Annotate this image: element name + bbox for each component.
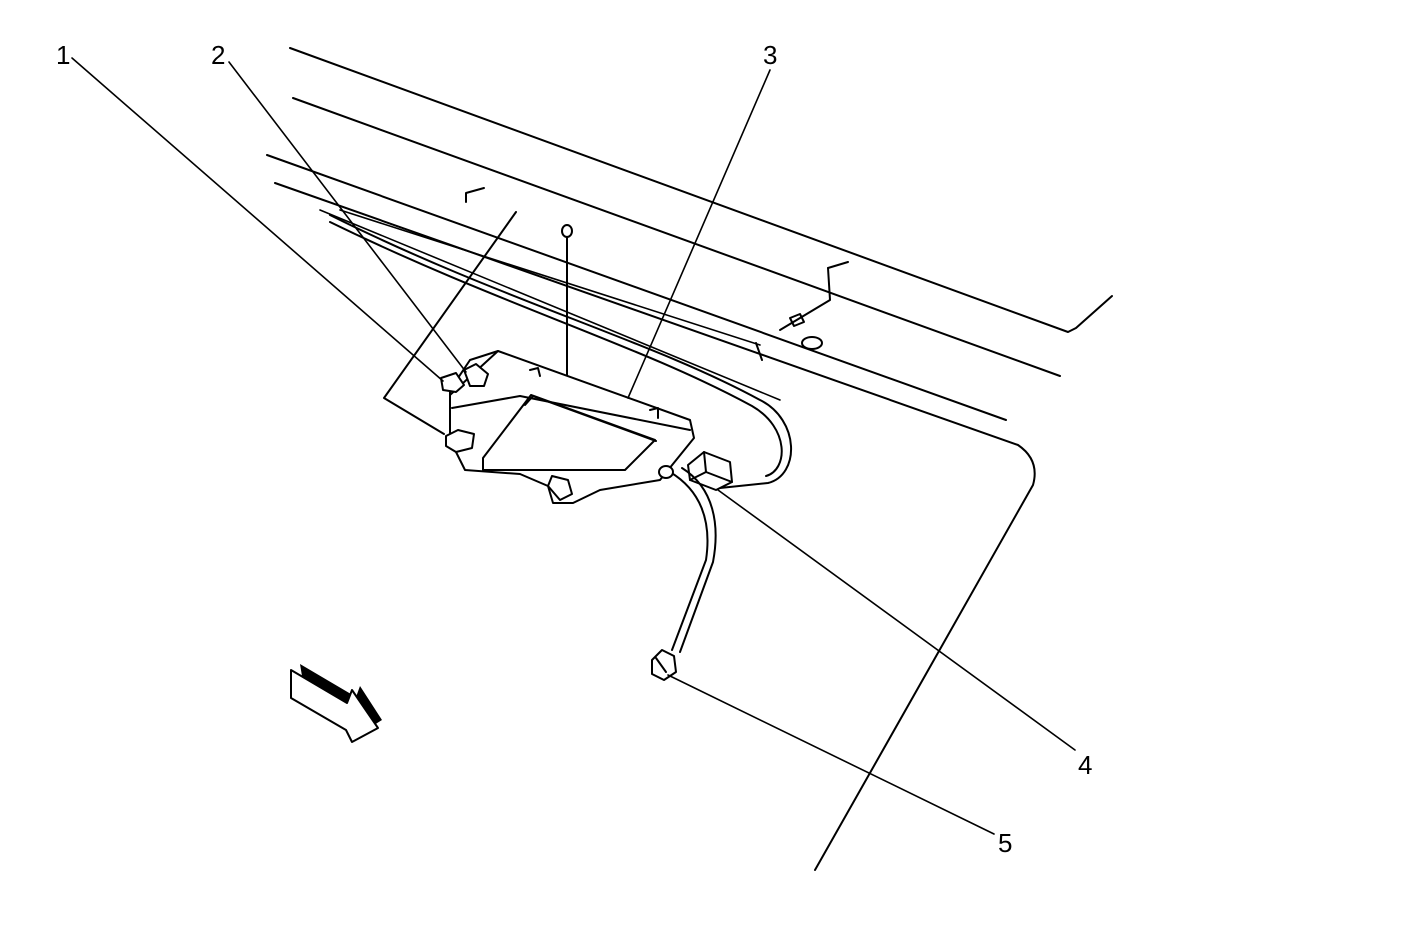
callout-labels: 1 2 3 4 5 xyxy=(56,40,1092,858)
callout-2: 2 xyxy=(211,40,225,70)
callout-4: 4 xyxy=(1078,750,1092,780)
callout-1: 1 xyxy=(56,40,70,70)
front-direction-arrow-icon xyxy=(290,664,382,743)
module-assembly xyxy=(440,350,695,504)
callout-3: 3 xyxy=(763,40,777,70)
antenna-cable xyxy=(329,214,792,489)
mounting-bracket xyxy=(383,211,517,435)
callout-5: 5 xyxy=(998,828,1012,858)
body-panel-outline xyxy=(266,47,1113,871)
connector xyxy=(687,451,733,491)
leader-lines xyxy=(71,57,1076,835)
lead-wire xyxy=(651,465,717,681)
